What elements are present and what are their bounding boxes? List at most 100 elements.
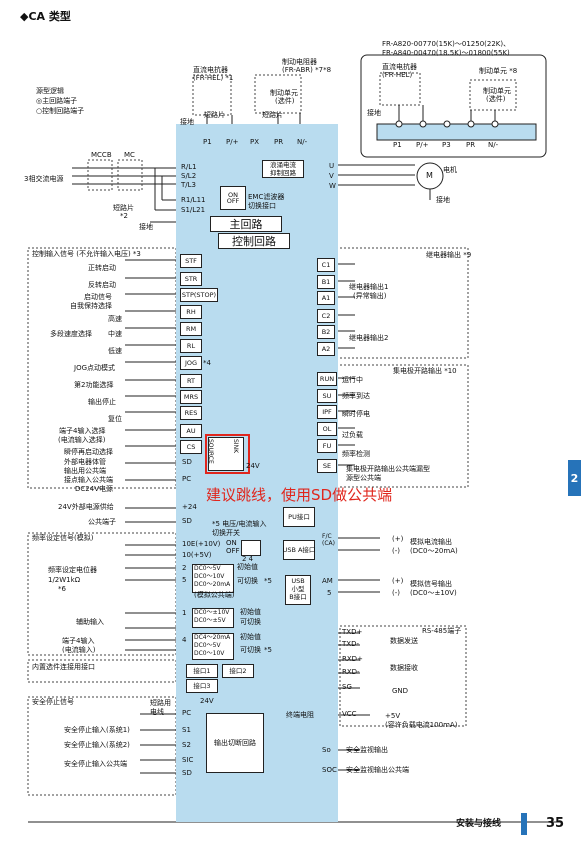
jumper-annotation: 建议跳线，使用SD做公共端: [206, 486, 393, 504]
signal-mrs-label: 输出停止: [88, 398, 116, 406]
range2-initial: 初始值: [240, 608, 261, 616]
terminal-t: T/L3: [181, 181, 196, 189]
range3-a: DC4～20mA: [194, 634, 231, 641]
model-range-line1: FR-A820-00770(15K)～01250(22K)、: [382, 40, 511, 48]
sw-off: OFF: [226, 547, 240, 555]
short-bar-note: *2: [120, 212, 128, 220]
motor-label: 电机: [443, 166, 457, 174]
range2-switch: 可切换: [240, 618, 261, 626]
voltage-current-switch[interactable]: [241, 540, 261, 556]
sink-source-switch[interactable]: [208, 437, 244, 471]
mc-label: MC: [124, 151, 135, 159]
safety-mon-out: 安全监视输出: [346, 746, 388, 754]
interface-header: 内置选件连接用接口: [32, 663, 95, 671]
short-bar-main: 短路片: [113, 204, 134, 212]
terminal-a2: A2: [317, 342, 335, 356]
range1-a: DC0～5V: [194, 565, 221, 572]
terminal-so: So: [322, 746, 331, 754]
terminal-w: W: [329, 182, 336, 190]
signal-rt-label: 第2功能选择: [74, 381, 114, 389]
terminal-rl: RL: [180, 339, 202, 353]
range3-initial: 初始值: [240, 633, 261, 641]
rs485-send: 数据发送: [390, 637, 418, 645]
brake-resistor-model: (FR-ABR) *7*8: [282, 66, 332, 74]
power-input-label: 3相交流电源: [24, 175, 64, 183]
range1-c: DC0～20mA: [194, 581, 231, 588]
model-range-line2: FR-A840-00470(18.5K)～01800(55K): [382, 49, 510, 57]
emc-on: ON: [228, 190, 238, 199]
terminal-10: 10(+5V): [182, 551, 212, 559]
oc-se-label: 集电极开路输出公共端漏型 源型公共端: [346, 465, 430, 483]
terminal-rh: RH: [180, 305, 202, 319]
port-3: 接口3: [186, 679, 218, 693]
aux-input-label: 辅助输入: [76, 618, 104, 626]
terminal-mrs: MRS: [180, 390, 202, 404]
terminal-s: S/L2: [181, 172, 197, 180]
inrush-line1: 浪涌电流: [270, 161, 296, 169]
signal-fwd-label: 正转启动: [88, 264, 116, 272]
terminal-p1: P1: [203, 138, 212, 146]
footer-label: 安装与接线: [456, 819, 502, 829]
plus-fm: (+): [392, 535, 404, 543]
terminal-stf: STF: [180, 254, 202, 268]
terminal-rxd-plus: RXD+: [342, 655, 363, 663]
freq-header: 频率设定信号(模拟): [32, 534, 94, 542]
cutoff-circuit: 输出切断回路: [206, 713, 264, 773]
minus-fm: (-): [392, 547, 400, 555]
signal-jog-label: JOG点动模式: [74, 364, 115, 372]
safety-mon-common: 安全监视输出公共端: [346, 766, 409, 774]
terminal-rxd-minus: RXD-: [342, 668, 360, 676]
signal-cs-label: 瞬停再启动选择: [64, 448, 113, 456]
emc-switch[interactable]: ON OFF: [220, 186, 246, 210]
ground-label-top: 接地: [180, 118, 194, 126]
terminal-pc-safety: PC: [182, 709, 192, 717]
terminal-a1: A1: [317, 291, 335, 305]
source-label: SOURCE: [207, 439, 214, 464]
chapter-tab: 2: [568, 460, 581, 496]
terminal-b2: B2: [317, 325, 335, 339]
inrush-line2: 抑制回路: [270, 168, 296, 177]
tr-brake-unit2: 制动单元: [483, 87, 511, 95]
signal-sd-label: 外部电器体管 输出用公共端: [64, 458, 106, 476]
emc-line2: 切换接口: [248, 202, 276, 210]
ext-power-label: 24V外部电源供给: [58, 503, 114, 511]
switch-note: *5 电压/电流输入 切换开关: [212, 520, 267, 538]
fm-label: 模拟电流输出 (DC0～20mA): [410, 538, 458, 556]
mccb-label: MCCB: [91, 151, 112, 159]
plus-am: (+): [392, 577, 404, 585]
terminal-cs: CS: [180, 440, 202, 454]
terminal-sd-safety: SD: [182, 769, 192, 777]
terminal-str: STR: [180, 272, 202, 286]
terminal-r1: R1/L11: [181, 196, 206, 204]
safety-in2: 安全停止输入(系统2): [64, 741, 130, 749]
safety-in1: 安全停止输入(系统1): [64, 726, 130, 734]
signal-rm-label: 中速: [108, 330, 122, 338]
range2-a: DC0～±10V: [194, 609, 230, 616]
range1-initial: 初始值: [237, 563, 258, 571]
am-terminal: AM: [322, 577, 333, 585]
terminal-n: N/-: [297, 138, 308, 146]
safety-common: 安全停止输入公共端: [64, 760, 127, 768]
signal-res-label: 复位: [108, 415, 122, 423]
terminal-r: R/L1: [181, 163, 197, 171]
rs485-recv: 数据接收: [390, 664, 418, 672]
terminal-s1: S1: [182, 726, 191, 734]
terminal-px: PX: [250, 138, 260, 146]
tr-dc-reactor: 直流电抗器: [382, 63, 417, 71]
usb-a-port: USB A接口: [283, 540, 315, 560]
terminator-label: 终端电阻: [286, 711, 314, 719]
terminal-4: 4: [182, 636, 187, 644]
safety-header: 安全停止信号: [32, 698, 74, 706]
terminal-jog: JOG: [180, 356, 202, 370]
terminal-ipf: IPF: [317, 405, 337, 419]
terminal-sic: SIC: [182, 756, 194, 764]
tr-brake-unit: 制动单元 *8: [479, 67, 518, 75]
dc-reactor-label: 直流电抗器: [193, 66, 228, 74]
terminal-v: V: [329, 172, 334, 180]
terminal-su: SU: [317, 389, 337, 403]
terminal-s2: S2: [182, 741, 191, 749]
terminal-plus24: +24: [182, 503, 197, 511]
pot-note: *6: [58, 585, 66, 593]
